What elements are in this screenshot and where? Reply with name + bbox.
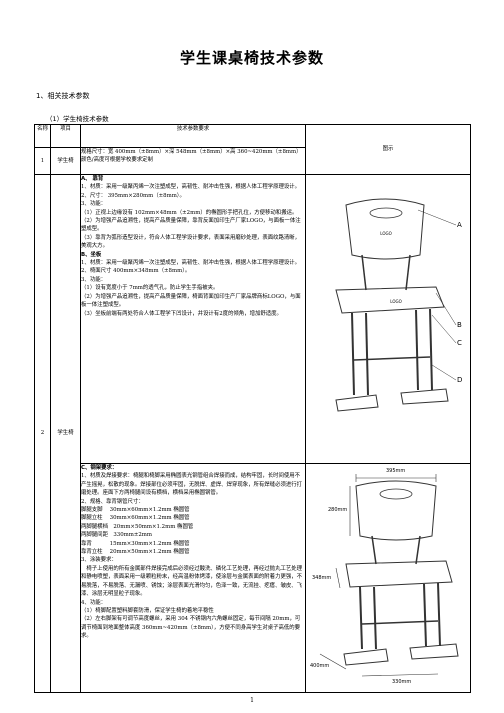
row2-part-c: C、钢架要求： 1、材质及焊接要求：椅腿和椅脚采用椭圆表光钢管组合焊接而成，结构… xyxy=(80,463,306,693)
table-header-row: 名称 项目 技术参数要求 图示 xyxy=(34,124,471,175)
page-number: 1 xyxy=(250,697,254,704)
svg-text:LOGO: LOGO xyxy=(390,299,401,304)
row1-item: 学生椅 xyxy=(50,147,81,175)
row2-item: 学生椅 xyxy=(50,174,81,693)
row2-no: 2 xyxy=(34,174,51,693)
figure-label-c: C xyxy=(457,339,462,347)
header-name: 名称 xyxy=(34,124,51,148)
row1-spec: 规格尺寸：宽 400mm（±8mm）×深 548mm（±8mm）×高 360~4… xyxy=(80,147,306,175)
figure-label-a: A xyxy=(457,221,462,229)
table-row: C、钢架要求： 1、材质及焊接要求：椅腿和椅脚采用椭圆表光钢管组合焊接而成，结构… xyxy=(35,463,471,693)
table-row: 2 学生椅 A、 靠背 1、材质：采用一级聚丙烯一次注塑成型，高韧性、耐冲击性强… xyxy=(34,174,471,693)
dimension-seat-depth: 348mm xyxy=(312,575,332,581)
section-heading-1: 1、相关技术参数 xyxy=(36,92,90,100)
table-row: 1 学生椅 规格尺寸：宽 400mm（±8mm）×深 548mm（±8mm）×高… xyxy=(34,147,471,175)
spec-table: 名称 项目 技术参数要求 图示 1 学生椅 规格尺寸：宽 400mm（±8mm）… xyxy=(34,124,471,693)
page-title: 学生课桌椅技术参数 xyxy=(179,49,324,67)
row2-part-a: A、 靠背 1、材质：采用一级聚丙烯一次注塑成型，高韧性、耐冲击性强，根据人体工… xyxy=(80,174,306,464)
dimension-back-height: 280mm xyxy=(328,507,348,513)
header-spec: 技术参数要求 xyxy=(80,124,306,148)
row1-no: 1 xyxy=(34,147,51,175)
figure-label-b: B xyxy=(457,321,462,329)
figure-label-d: D xyxy=(457,376,463,384)
dimension-total-width: 400mm xyxy=(310,663,330,669)
figure-cell-bottom: 395mm 280mm 348mm 400mm 330mm xyxy=(305,463,471,693)
dimension-width: 395mm xyxy=(386,468,406,474)
chair-dimension-figure xyxy=(319,474,459,677)
figure-cell-top: LOGO LOGO xyxy=(305,174,471,464)
header-item: 项目 xyxy=(50,124,81,148)
svg-text:LOGO: LOGO xyxy=(380,231,391,236)
dimension-leg-span: 330mm xyxy=(392,679,412,685)
header-figure: 图示 xyxy=(305,124,471,175)
chair-side-figure: LOGO LOGO xyxy=(335,198,457,412)
section-heading-2: （1）学生椅技术参数 xyxy=(46,115,109,123)
